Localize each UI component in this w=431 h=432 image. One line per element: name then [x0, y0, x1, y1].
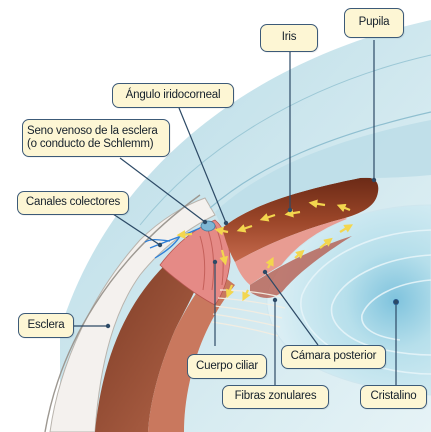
label-angulo-iridocorneal: Ángulo iridocorneal [112, 83, 234, 108]
label-fibras-zonulares: Fibras zonulares [222, 385, 329, 409]
label-seno-venoso: Seno venoso de la esclera (o conducto de… [22, 119, 170, 157]
label-seno-venoso-line1: Seno venoso de la esclera [27, 125, 158, 138]
label-seno-venoso-line2: (o conducto de Schlemm) [27, 138, 153, 151]
label-cristalino: Cristalino [360, 385, 427, 409]
label-cuerpo-ciliar: Cuerpo ciliar [187, 354, 267, 379]
label-canales-colectores: Canales colectores [17, 191, 129, 215]
label-iris: Iris [260, 24, 318, 52]
label-pupila: Pupila [344, 8, 404, 38]
label-esclera: Esclera [18, 313, 74, 338]
label-camara-posterior: Cámara posterior [281, 345, 386, 369]
